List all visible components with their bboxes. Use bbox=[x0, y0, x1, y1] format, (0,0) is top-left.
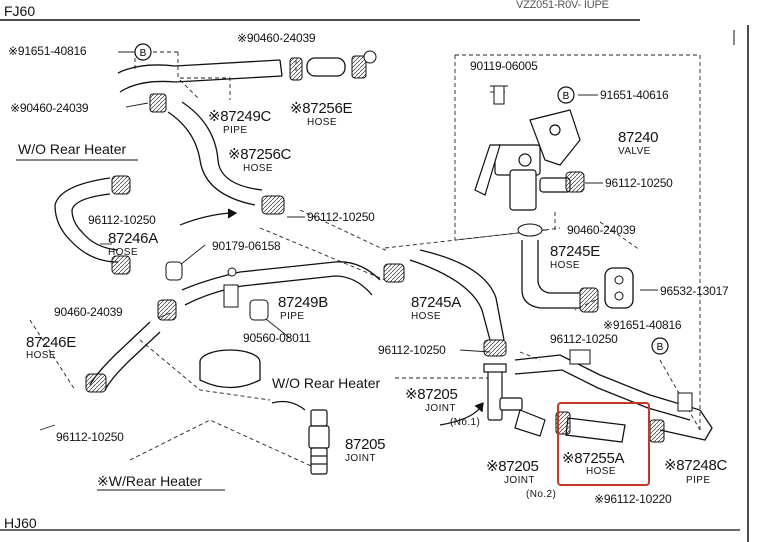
clamp-96112-upper bbox=[261, 195, 285, 215]
bolt-mark-1: B bbox=[134, 43, 152, 61]
clamp-90460-valve bbox=[517, 223, 543, 237]
section-w-rear-heater: ※W/Rear Heater bbox=[97, 473, 203, 489]
section-wo-rear-heater-left: W/O Rear Heater bbox=[18, 141, 127, 157]
hose-87245e bbox=[521, 240, 580, 309]
part-label: 90179-06158 bbox=[212, 239, 281, 253]
bolt-90119 bbox=[490, 85, 508, 105]
part-label: ※96112-10220 bbox=[594, 492, 672, 506]
clamp-96112-a bbox=[111, 175, 131, 275]
part-label: ※90460-24039 bbox=[237, 31, 316, 45]
pipe-87249b bbox=[181, 261, 381, 306]
part-desc: HOSE bbox=[307, 117, 337, 128]
part-label: ※87205 bbox=[405, 386, 458, 403]
joint-87205-center bbox=[308, 409, 330, 475]
part-label: ※87249C bbox=[208, 108, 272, 125]
part-label: 87245A bbox=[411, 294, 461, 311]
pipe-brackets bbox=[569, 349, 693, 412]
model-label-hj60: HJ60 bbox=[4, 515, 37, 531]
hose-87256e bbox=[306, 50, 377, 79]
frame-lines bbox=[0, 19, 749, 542]
bolt-mark-label: B bbox=[563, 91, 570, 102]
part-desc: HOSE bbox=[550, 260, 580, 271]
part-label: 96112-10250 bbox=[605, 176, 673, 190]
part-desc: JOINT bbox=[345, 453, 376, 464]
bolt-mark-2: B bbox=[557, 86, 575, 104]
hose-87245a bbox=[409, 249, 505, 341]
part-label: 96112-10250 bbox=[378, 343, 446, 357]
pipe-bracket bbox=[223, 267, 239, 308]
part-label: ※91651-40816 bbox=[8, 44, 87, 58]
part-label: 87249B bbox=[278, 294, 328, 311]
part-label: ※87255A bbox=[562, 450, 625, 467]
part-label: ※87256C bbox=[228, 146, 292, 163]
part-label: 87240 bbox=[618, 129, 659, 146]
part-desc: HOSE bbox=[26, 350, 56, 361]
bolt-mark-label: B bbox=[140, 48, 147, 59]
part-note: (No.1) bbox=[450, 417, 481, 428]
clamp-96112-valve bbox=[565, 171, 585, 193]
part-desc: HOSE bbox=[586, 466, 616, 477]
clamp-96112-c bbox=[383, 263, 507, 357]
page-code-fragment: VZZ051-R0V- IUPE bbox=[516, 0, 609, 11]
part-desc: JOINT bbox=[504, 475, 535, 486]
pipe-87249c bbox=[117, 59, 283, 93]
part-label: 87246A bbox=[108, 230, 158, 247]
part-label: 96112-10250 bbox=[550, 332, 618, 346]
part-label: 87205 bbox=[345, 436, 386, 453]
section-wo-rear-heater-center: W/O Rear Heater bbox=[272, 375, 381, 391]
part-label: ※90460-24039 bbox=[10, 101, 89, 115]
hose-87246a bbox=[54, 177, 119, 263]
part-label: 90460-24039 bbox=[567, 223, 636, 237]
part-label: 90560-08011 bbox=[243, 331, 311, 345]
part-label: 87246E bbox=[26, 334, 76, 351]
part-desc: JOINT bbox=[425, 403, 456, 414]
part-desc: PIPE bbox=[280, 311, 305, 322]
clamp-90460-mid bbox=[157, 299, 177, 321]
section-underlines bbox=[16, 159, 225, 491]
part-label: ※91651-40816 bbox=[603, 318, 682, 332]
part-desc: PIPE bbox=[223, 125, 248, 136]
model-label-fj60: FJ60 bbox=[4, 3, 36, 19]
hose-87255a bbox=[555, 411, 665, 443]
joint-87205-no1 bbox=[483, 363, 523, 421]
part-label: 90460-24039 bbox=[54, 305, 123, 319]
part-label: 96112-10250 bbox=[88, 213, 156, 227]
pointer-arrows bbox=[179, 208, 484, 426]
bolt-mark-label: B bbox=[657, 342, 664, 353]
highlight-box-87255a bbox=[557, 402, 650, 486]
part-note: (No.2) bbox=[526, 489, 557, 500]
grommet-96532 bbox=[604, 267, 634, 309]
clamp-96112-b bbox=[85, 373, 107, 393]
clamp-96112-e bbox=[579, 287, 599, 313]
part-label: 91651-40616 bbox=[600, 88, 669, 102]
part-label: ※87205 bbox=[486, 458, 539, 475]
clamp-90460-left bbox=[149, 93, 167, 113]
part-desc: HOSE bbox=[108, 247, 138, 258]
pipe-87248c bbox=[514, 354, 713, 441]
hose-87256c bbox=[167, 101, 263, 206]
joint-87205-no2 bbox=[514, 409, 546, 437]
part-desc: PIPE bbox=[686, 475, 711, 486]
part-label: 96112-10250 bbox=[307, 210, 375, 224]
grommet-90560 bbox=[249, 299, 269, 321]
heater-core bbox=[199, 349, 261, 389]
part-label: ※87248C bbox=[664, 457, 728, 474]
valve-87240 bbox=[474, 109, 581, 211]
part-label: 87245E bbox=[550, 243, 600, 260]
part-label: 96112-10250 bbox=[56, 430, 124, 444]
part-label: 96532-13017 bbox=[660, 284, 729, 298]
bolt-mark-3: B bbox=[651, 337, 669, 355]
part-desc: HOSE bbox=[243, 163, 273, 174]
clamp-90460-top bbox=[289, 57, 303, 81]
part-label: 90119-06005 bbox=[470, 59, 538, 73]
grommet-90179 bbox=[165, 261, 183, 281]
part-desc: VALVE bbox=[618, 146, 651, 157]
part-desc: HOSE bbox=[411, 311, 441, 322]
part-label: ※87256E bbox=[290, 100, 353, 117]
